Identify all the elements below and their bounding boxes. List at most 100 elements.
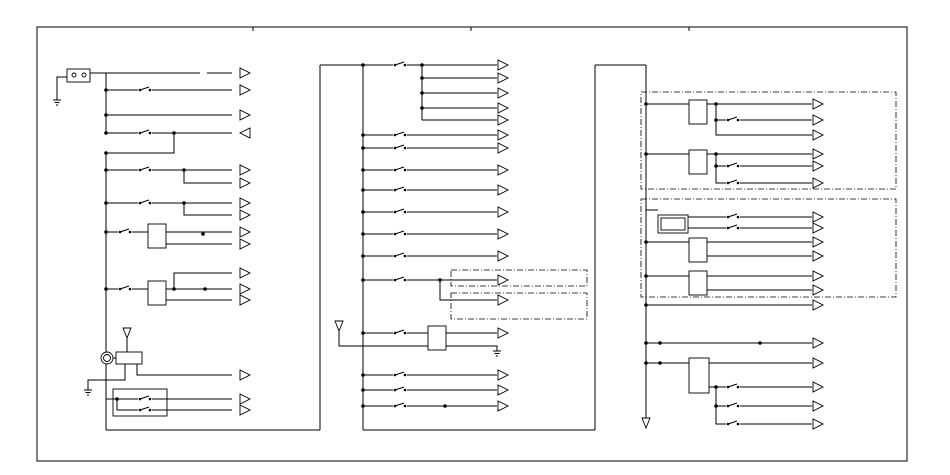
- switch-gap: [393, 208, 407, 216]
- junction-dot: [443, 404, 447, 408]
- output-arrow: [239, 177, 252, 189]
- drawing-frame: [36, 26, 908, 462]
- switch-gap: [726, 402, 740, 410]
- switch-gap: [393, 144, 407, 152]
- junction-dots: [104, 63, 762, 408]
- junction-dot: [172, 287, 176, 291]
- ground-wire: [446, 345, 498, 351]
- antenna-symbol: [122, 327, 132, 340]
- switch-contact: [403, 168, 407, 172]
- switch-contact: [736, 181, 740, 185]
- wire: [173, 272, 232, 289]
- switch-contact: [403, 133, 407, 137]
- switch-contact: [403, 188, 407, 192]
- output-arrow: [239, 238, 252, 250]
- switch-gap: [118, 285, 132, 293]
- antenna-symbol: [334, 320, 344, 333]
- junction-dot: [361, 388, 365, 392]
- ground-wire: [56, 76, 67, 100]
- junction-dot: [182, 168, 186, 172]
- output-arrow: [812, 148, 825, 160]
- output-arrow: [239, 197, 252, 209]
- junction-dot: [361, 331, 365, 335]
- switch-gap: [726, 116, 740, 124]
- output-arrow: [812, 129, 825, 141]
- ground-symbol: [493, 350, 501, 357]
- output-arrow: [497, 87, 510, 99]
- switch-contact: [403, 63, 407, 67]
- switch-gap: [726, 162, 740, 170]
- junction-dot: [104, 131, 108, 135]
- switch-blade: [139, 86, 150, 91]
- output-arrow: [812, 236, 825, 248]
- wire: [106, 133, 175, 154]
- switch-contact: [128, 230, 132, 234]
- switch-contact: [148, 168, 152, 172]
- switch-gap: [393, 252, 407, 260]
- junction-dot: [104, 88, 108, 92]
- switch-blade: [139, 129, 150, 134]
- junction-dot: [104, 168, 108, 172]
- junction-dot: [361, 63, 365, 67]
- junction-dot: [361, 146, 365, 150]
- output-arrow: [812, 381, 825, 393]
- sensor-circle: [103, 354, 111, 362]
- switch-gap: [393, 230, 407, 238]
- switch-blade: [394, 230, 405, 235]
- switch-blade: [394, 131, 405, 136]
- wire: [183, 170, 232, 184]
- switch-blade: [394, 371, 405, 376]
- switch-blade: [394, 208, 405, 213]
- junction-dot: [361, 254, 365, 258]
- output-arrow: [497, 102, 510, 114]
- relay-box: [147, 223, 167, 249]
- terminal-pin: [81, 72, 87, 78]
- wire: [715, 120, 812, 136]
- junction-dot: [201, 232, 205, 236]
- output-arrow: [497, 142, 510, 154]
- dashed-group-box: [640, 91, 897, 190]
- junction-dot: [758, 341, 762, 345]
- junction-dot: [714, 404, 718, 408]
- output-arrow: [812, 357, 825, 369]
- output-arrow: [497, 72, 510, 84]
- switch-blade: [727, 179, 738, 184]
- output-arrow: [497, 129, 510, 141]
- switch-gap: [393, 371, 407, 379]
- terminal-pin: [71, 72, 77, 78]
- output-arrow: [239, 267, 252, 279]
- switch-contact: [148, 397, 152, 401]
- switch-blade: [119, 285, 130, 290]
- junction-dot: [104, 151, 108, 155]
- switch-gap: [393, 61, 407, 69]
- switch-contact: [736, 226, 740, 230]
- junction-dot: [644, 303, 648, 307]
- switch-blade: [394, 329, 405, 334]
- switch-blade: [727, 162, 738, 167]
- relay-box: [688, 270, 708, 296]
- switch-blade: [139, 166, 150, 171]
- junction-dot: [644, 152, 648, 156]
- output-arrow: [497, 228, 510, 240]
- switch-contacts: [118, 61, 740, 428]
- switch-gap: [138, 129, 152, 137]
- junction-dot: [115, 397, 119, 401]
- output-arrow: [497, 250, 510, 262]
- switch-contact: [403, 210, 407, 214]
- junction-dot: [644, 240, 648, 244]
- output-arrow: [812, 98, 825, 110]
- junction-dot: [658, 341, 662, 345]
- output-arrow: [497, 384, 510, 396]
- output-arrow: [812, 299, 825, 311]
- switch-blade: [727, 383, 738, 388]
- wire: [715, 166, 812, 184]
- junction-dot: [361, 210, 365, 214]
- output-arrow: [239, 283, 252, 295]
- wire: [116, 399, 232, 411]
- dashed-group-box: [450, 292, 588, 320]
- switch-contact: [736, 215, 740, 219]
- switch-blade: [727, 420, 738, 425]
- switch-blade: [139, 406, 150, 411]
- switch-blade: [394, 61, 405, 66]
- switch-contact: [403, 404, 407, 408]
